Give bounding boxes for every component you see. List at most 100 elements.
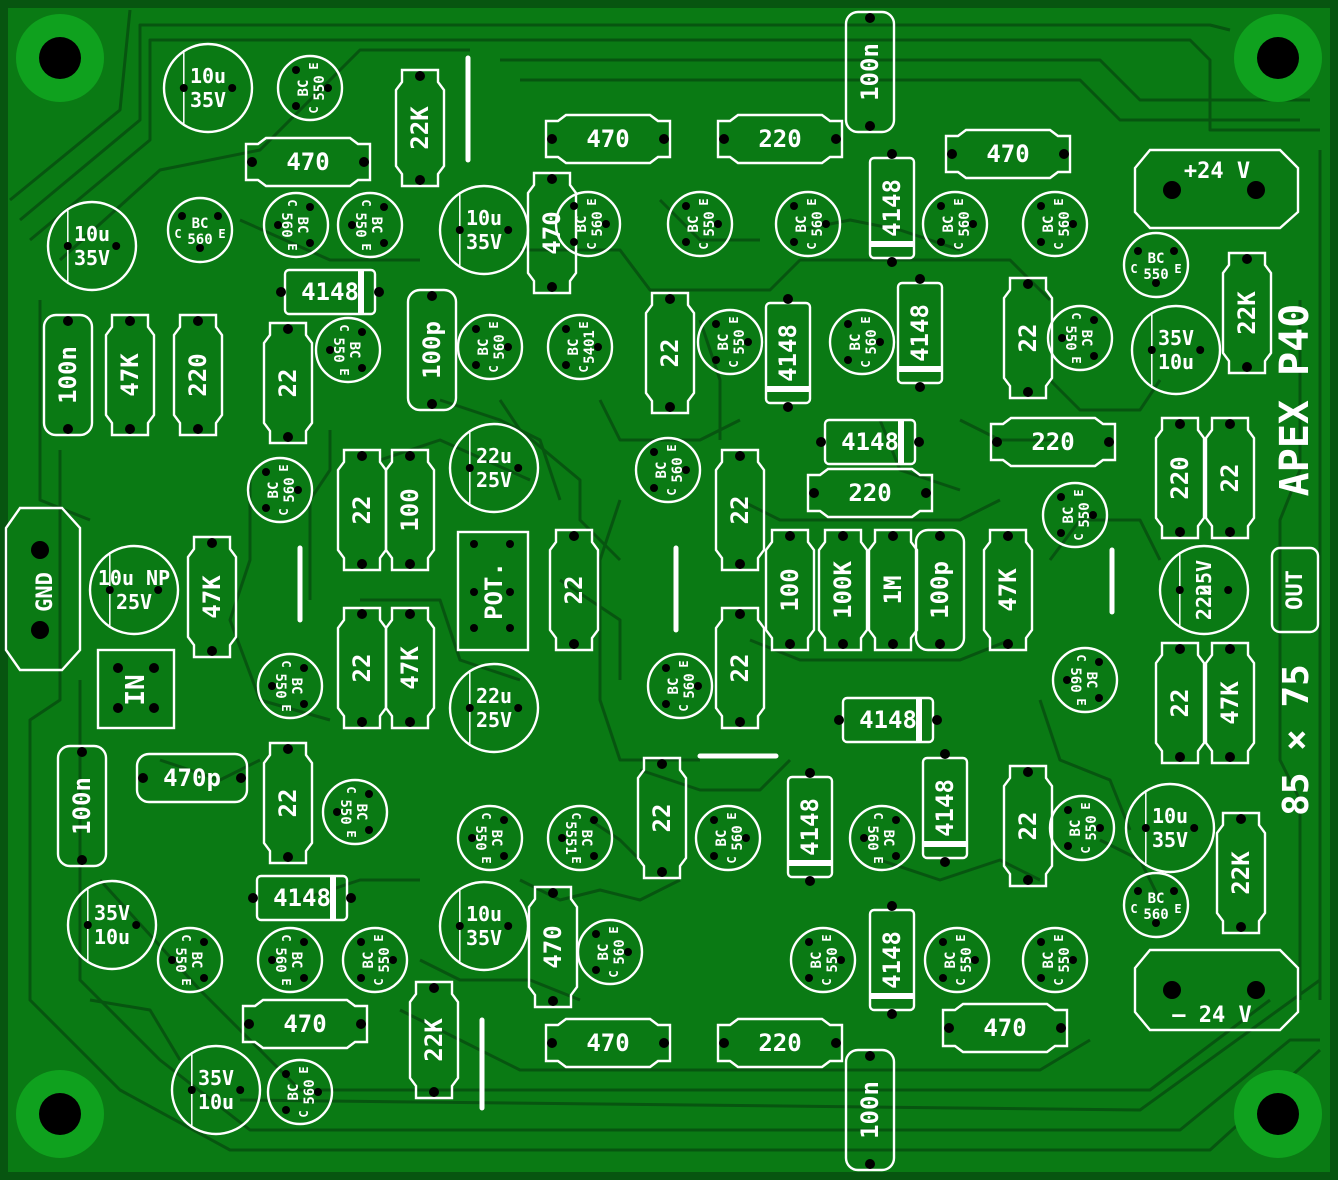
svg-text:BC: BC [941,216,957,233]
resistor-r3: 470 [544,113,672,165]
svg-text:550: 550 [377,947,393,972]
svg-text:47K: 47K [396,646,424,690]
svg-text:E: E [665,444,679,451]
svg-text:BC: BC [1083,672,1099,689]
resistor-r29: 22 [1002,276,1054,400]
svg-text:10u NP: 10u NP [98,566,170,590]
resistor-r8: 220 [172,313,224,437]
svg-text:E: E [218,227,225,241]
svg-text:25V: 25V [476,468,512,492]
svg-text:E: E [1174,262,1181,276]
svg-text:560: 560 [302,1079,318,1104]
gnd-connector: GND [4,506,82,672]
svg-text:E: E [479,856,493,863]
resistor-r37: 470 [544,1017,672,1069]
svg-text:100K: 100K [829,561,857,619]
svg-text:C: C [859,360,873,367]
in-label: IN [121,674,151,705]
pot-label: POT. [480,562,508,620]
svg-text:BC: BC [566,339,582,356]
svg-text:100n: 100n [54,346,82,404]
svg-text:C: C [727,360,741,367]
svg-text:E: E [805,198,819,205]
svg-text:22K: 22K [1233,291,1261,335]
resistor-r32: 22 [1002,764,1054,888]
svg-text:C: C [585,242,599,249]
svg-text:220: 220 [1031,428,1074,456]
svg-text:E: E [725,812,739,819]
svg-text:470: 470 [539,925,567,968]
svg-text:BC: BC [848,334,864,351]
svg-text:470: 470 [538,211,566,254]
out-label: OUT [1283,570,1308,610]
resistor-r6: 470 [526,171,578,295]
svg-text:22K: 22K [420,1018,448,1062]
resistor-r28: 22K [1221,251,1273,375]
board-name: APEX P40 [1272,304,1318,497]
svg-text:E: E [279,704,293,711]
svg-text:550: 550 [172,947,188,972]
resistor-r4: 220 [716,113,844,165]
svg-text:4148: 4148 [301,278,359,306]
svg-text:560: 560 [187,232,212,248]
svg-text:4148: 4148 [906,304,934,362]
resistor-r15: 22 [644,291,696,415]
svg-text:550: 550 [1143,267,1168,283]
svg-text:550: 550 [1062,325,1078,350]
svg-text:550: 550 [312,75,328,100]
svg-text:550: 550 [337,799,353,824]
svg-text:5551: 5551 [562,821,578,855]
svg-text:C: C [479,812,493,819]
input-connector: IN [96,648,176,730]
film-cap-c4: 100n [844,1048,896,1172]
svg-text:BC: BC [714,830,730,847]
svg-text:470p: 470p [163,764,221,792]
svg-text:E: E [1052,934,1066,941]
svg-text:35V: 35V [190,88,226,112]
svg-text:E: E [585,198,599,205]
resistor-r14: 47K [384,606,436,730]
mounting-hole-tl [16,14,104,102]
resistor-r18: 22 [714,606,766,730]
diode-d1: 4148 [276,268,384,316]
svg-text:C: C [487,365,501,372]
vplus-label: +24 V [1184,159,1250,184]
mounting-holes [16,14,1322,1158]
svg-text:220: 220 [1166,456,1194,499]
svg-text:C: C [725,856,739,863]
svg-text:C: C [174,227,181,241]
svg-text:C: C [279,934,293,941]
svg-text:C: C [279,660,293,667]
vminus-label: – 24 V [1172,1003,1251,1028]
svg-text:E: E [337,368,351,375]
resistor-r36: 470 [241,998,369,1050]
svg-text:560: 560 [272,947,288,972]
svg-text:560: 560 [492,334,508,359]
resistor-r17: 22 [714,448,766,572]
svg-text:C: C [1072,533,1086,540]
svg-text:550: 550 [1077,502,1093,527]
svg-text:220: 220 [758,1029,801,1057]
svg-text:E: E [277,464,291,471]
diode-d9: 4148 [921,749,969,867]
svg-text:BC: BC [596,944,612,961]
svg-text:E: E [952,198,966,205]
svg-text:BC: BC [809,952,825,969]
svg-text:BC: BC [476,339,492,356]
svg-text:E: E [279,978,293,985]
